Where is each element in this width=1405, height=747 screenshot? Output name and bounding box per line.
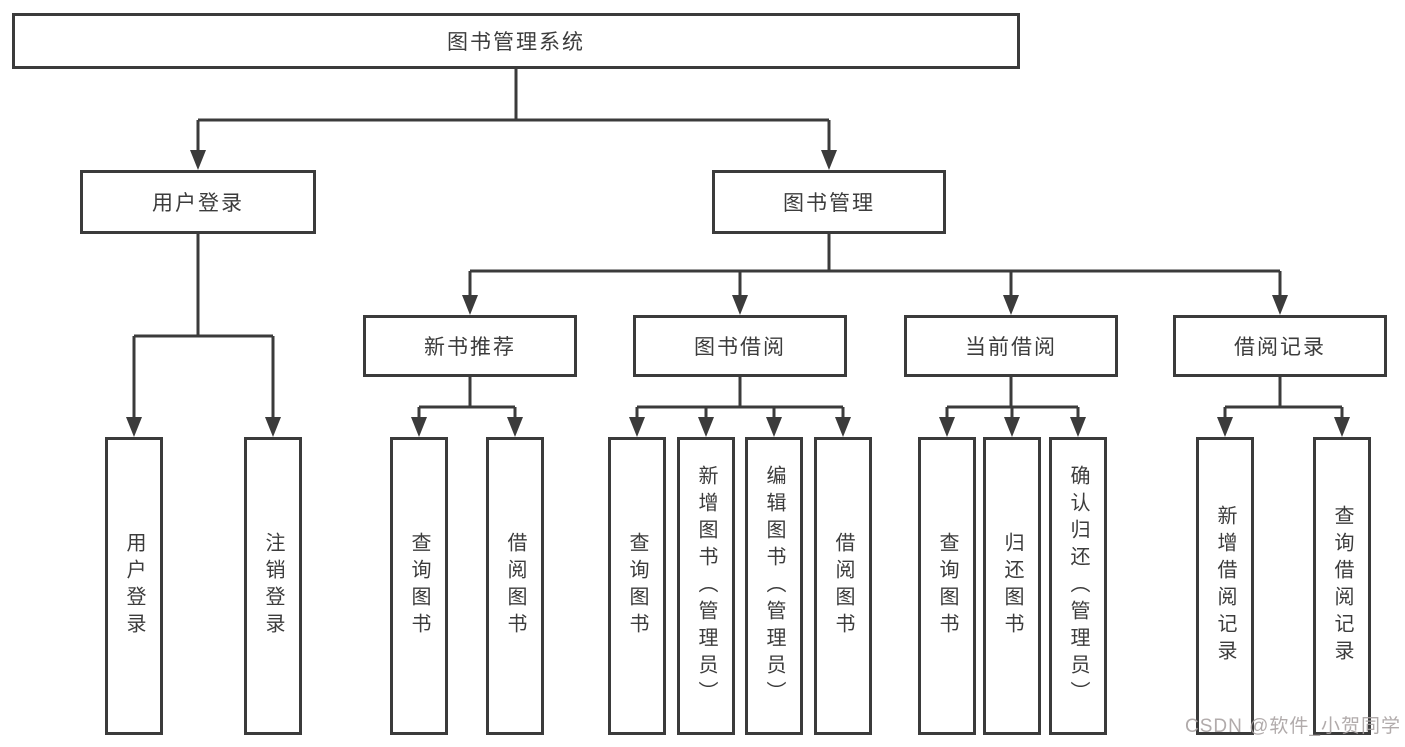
arrowhead-borrow-leaf3 <box>766 417 782 437</box>
arrowhead-newbook-leaf1 <box>411 417 427 437</box>
leaf-newbook-borrow: 借阅图书 <box>486 437 544 735</box>
node-user-login: 用户登录 <box>80 170 316 234</box>
arrowhead-current <box>1003 295 1019 315</box>
arrowhead-borrow-leaf1 <box>629 417 645 437</box>
node-book-manage: 图书管理 <box>712 170 946 234</box>
leaf-borrow-book-label: 借阅图书 <box>832 532 854 640</box>
leaf-borrow-query: 查询图书 <box>608 437 666 735</box>
node-current-borrow: 当前借阅 <box>904 315 1118 377</box>
arrowhead-newbook <box>462 295 478 315</box>
node-borrow-record: 借阅记录 <box>1173 315 1387 377</box>
node-root-system: 图书管理系统 <box>12 13 1020 69</box>
leaf-borrow-add-admin: 新增图书（管理员） <box>677 437 735 735</box>
leaf-record-add: 新增借阅记录 <box>1196 437 1254 735</box>
node-book-manage-label: 图书管理 <box>783 192 875 215</box>
leaf-newbook-query-label: 查询图书 <box>408 532 430 640</box>
leaf-newbook-borrow-label: 借阅图书 <box>504 532 526 640</box>
leaf-borrow-edit-admin-label: 编辑图书（管理员） <box>763 464 785 708</box>
csdn-watermark: CSDN @软件_小贺同学 <box>1185 716 1401 737</box>
arrowhead-current-leaf2 <box>1004 417 1020 437</box>
arrowhead-manage <box>821 150 837 170</box>
leaf-record-query: 查询借阅记录 <box>1313 437 1371 735</box>
node-book-borrow: 图书借阅 <box>633 315 847 377</box>
node-root-label: 图书管理系统 <box>447 31 585 54</box>
leaf-confirm-return-admin-label: 确认归还（管理员） <box>1067 464 1089 708</box>
leaf-borrow-edit-admin: 编辑图书（管理员） <box>745 437 803 735</box>
node-book-borrow-label: 图书借阅 <box>694 336 786 359</box>
leaf-logout-label: 注销登录 <box>262 532 284 640</box>
arrowhead-borrow-leaf2 <box>698 417 714 437</box>
leaf-return-book-label: 归还图书 <box>1001 532 1023 640</box>
arrowhead-current-leaf1 <box>939 417 955 437</box>
arrowhead-borrow-leaf4 <box>835 417 851 437</box>
leaf-confirm-return-admin: 确认归还（管理员） <box>1049 437 1107 735</box>
leaf-user-login-label: 用户登录 <box>123 532 145 640</box>
arrowhead-borrow <box>732 295 748 315</box>
node-borrow-record-label: 借阅记录 <box>1234 336 1326 359</box>
leaf-newbook-query: 查询图书 <box>390 437 448 735</box>
node-new-book-recommend-label: 新书推荐 <box>424 336 516 359</box>
leaf-current-query: 查询图书 <box>918 437 976 735</box>
leaf-record-add-label: 新增借阅记录 <box>1214 505 1236 667</box>
leaf-logout: 注销登录 <box>244 437 302 735</box>
arrowhead-newbook-leaf2 <box>507 417 523 437</box>
leaf-borrow-book: 借阅图书 <box>814 437 872 735</box>
leaf-record-query-label: 查询借阅记录 <box>1331 505 1353 667</box>
arrowhead-record-leaf2 <box>1334 417 1350 437</box>
node-user-login-label: 用户登录 <box>152 192 244 215</box>
arrowhead-login <box>190 150 206 170</box>
node-current-borrow-label: 当前借阅 <box>965 336 1057 359</box>
leaf-return-book: 归还图书 <box>983 437 1041 735</box>
arrowhead-record <box>1272 295 1288 315</box>
arrowhead-record-leaf1 <box>1217 417 1233 437</box>
leaf-borrow-add-admin-label: 新增图书（管理员） <box>695 464 717 708</box>
leaf-user-login: 用户登录 <box>105 437 163 735</box>
arrowhead-login-leaf2 <box>265 417 281 437</box>
leaf-borrow-query-label: 查询图书 <box>626 532 648 640</box>
arrowhead-current-leaf3 <box>1070 417 1086 437</box>
arrowhead-login-leaf1 <box>126 417 142 437</box>
node-new-book-recommend: 新书推荐 <box>363 315 577 377</box>
leaf-current-query-label: 查询图书 <box>936 532 958 640</box>
arrowheads <box>126 150 1350 437</box>
